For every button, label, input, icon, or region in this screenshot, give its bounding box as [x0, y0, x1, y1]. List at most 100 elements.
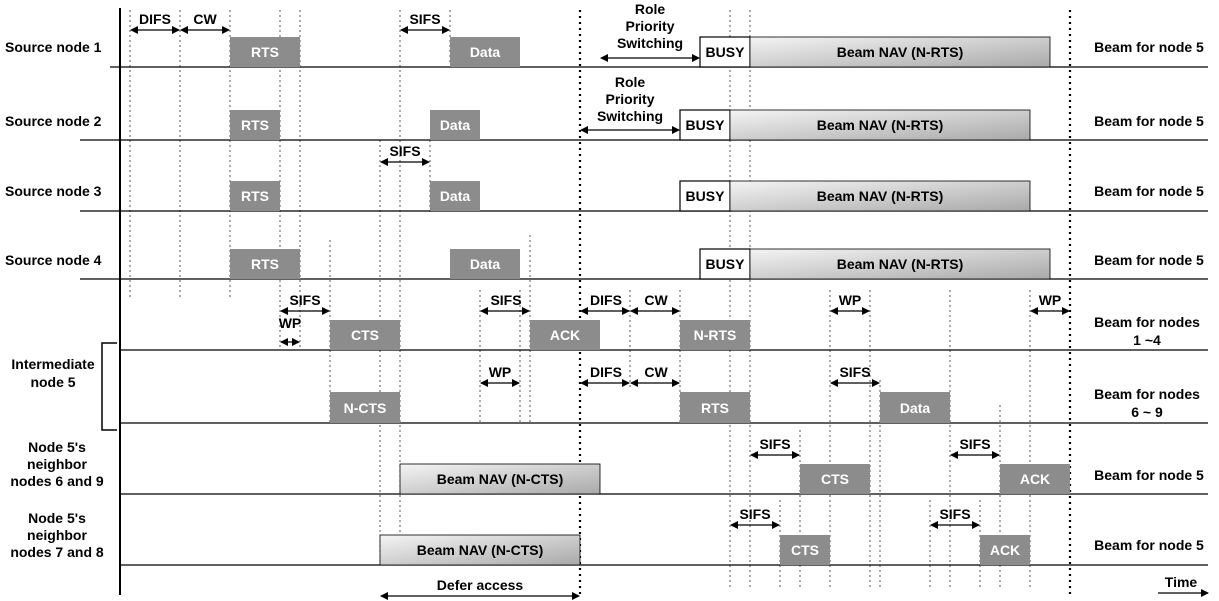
- beam-label-row3: Beam for node 5: [1094, 183, 1204, 199]
- beam-nav-ncts-label: Beam NAV (N-CTS): [437, 471, 564, 487]
- data-frame: [430, 181, 480, 211]
- busy-box: [679, 180, 731, 212]
- ncts-frame: [330, 392, 400, 423]
- data-label: Data: [470, 44, 501, 60]
- cw-label: CW: [193, 11, 217, 27]
- sifs-label: SIFS: [939, 506, 970, 522]
- ack-label: ACK: [990, 542, 1020, 558]
- beam-label-row4: Beam for node 5: [1094, 252, 1204, 268]
- row-source-2: RTS Data BUSY Beam NAV (N-RTS): [230, 109, 1031, 141]
- difs-label: DIFS: [590, 292, 622, 308]
- busy-label: BUSY: [686, 117, 726, 133]
- row-label-intermediate-1: Intermediate: [11, 356, 94, 372]
- ack-frame: [530, 320, 600, 350]
- sifs-label: SIFS: [490, 292, 521, 308]
- ncts-label: N-CTS: [344, 400, 387, 416]
- cts-label: CTS: [821, 471, 849, 487]
- data-label: Data: [470, 256, 501, 272]
- beam-nav-ncts: [399, 463, 601, 495]
- row-intermediate-b: N-CTS RTS Data: [330, 392, 950, 423]
- beam-nav-nrts: [749, 248, 1051, 280]
- row-intermediate-a: CTS ACK N-RTS: [330, 320, 750, 350]
- intermediate-bracket: [101, 342, 117, 431]
- ack-frame: [980, 535, 1030, 565]
- sifs-label: SIFS: [839, 364, 870, 380]
- role-switch-line3: Switching: [617, 35, 683, 51]
- sifs-label: SIFS: [289, 292, 320, 308]
- wp-label: WP: [839, 292, 862, 308]
- rts-label: RTS: [251, 44, 279, 60]
- data-label: Data: [440, 188, 471, 204]
- busy-label: BUSY: [706, 256, 746, 272]
- row-label-source-2: Source node 2: [5, 113, 102, 129]
- beam-label-row5b-1: Beam for nodes: [1094, 386, 1200, 402]
- beam-nav-nrts-label: Beam NAV (N-RTS): [817, 188, 944, 204]
- beam-label-row6: Beam for node 5: [1094, 467, 1204, 483]
- role-switch-line1: Role: [615, 74, 646, 90]
- defer-access-label: Defer access: [437, 577, 524, 593]
- busy-label: BUSY: [686, 188, 726, 204]
- rts-label: RTS: [251, 256, 279, 272]
- rts-label: RTS: [241, 188, 269, 204]
- role-priority-switching-2: Role Priority Switching: [580, 74, 680, 134]
- busy-box: [699, 36, 751, 68]
- row-label-source-4: Source node 4: [5, 252, 102, 268]
- beam-nav-ncts: [379, 534, 581, 566]
- ack-frame: [1000, 464, 1070, 494]
- difs-label: DIFS: [590, 364, 622, 380]
- sifs-label: SIFS: [739, 506, 770, 522]
- row-label-neighbors78-2: neighbor: [27, 527, 87, 543]
- rts-frame: [680, 392, 750, 423]
- row-label-intermediate-2: node 5: [30, 374, 75, 390]
- data-frame: [450, 37, 520, 67]
- sifs-label: SIFS: [759, 436, 790, 452]
- rts-frame: [230, 249, 300, 279]
- wp-label: WP: [1039, 292, 1062, 308]
- beam-nav-nrts-label: Beam NAV (N-RTS): [837, 44, 964, 60]
- beam-nav-nrts: [729, 109, 1031, 141]
- row-neighbors-7-8: Beam NAV (N-CTS) CTS ACK: [379, 534, 1030, 566]
- role-switch-line1: Role: [635, 1, 666, 17]
- row-label-neighbors78-1: Node 5's: [28, 510, 86, 526]
- row-label-source-1: Source node 1: [5, 39, 102, 55]
- cw-label: CW: [644, 292, 668, 308]
- role-switch-line2: Priority: [605, 91, 654, 107]
- data-frame: [880, 392, 950, 423]
- rts-frame: [230, 181, 280, 211]
- role-switch-line2: Priority: [625, 18, 674, 34]
- rts-label: RTS: [701, 400, 729, 416]
- wp-label: WP: [489, 364, 512, 380]
- beam-label-row7: Beam for node 5: [1094, 537, 1204, 553]
- sifs-label: SIFS: [959, 436, 990, 452]
- data-label: Data: [900, 400, 931, 416]
- row-source-4: RTS Data BUSY Beam NAV (N-RTS): [230, 248, 1051, 280]
- difs-label: DIFS: [139, 11, 171, 27]
- rts-frame: [230, 37, 300, 67]
- ack-label: ACK: [550, 327, 580, 343]
- cts-frame: [800, 464, 870, 494]
- beam-label-row1: Beam for node 5: [1094, 39, 1204, 55]
- cts-frame: [780, 535, 830, 565]
- beam-nav-nrts: [729, 180, 1031, 212]
- row-neighbors-6-9: Beam NAV (N-CTS) CTS ACK: [399, 463, 1070, 495]
- row-source-3: RTS Data BUSY Beam NAV (N-RTS): [230, 180, 1031, 212]
- row-label-neighbors69-3: nodes 6 and 9: [10, 473, 104, 489]
- beam-nav-nrts: [749, 36, 1051, 68]
- rts-label: RTS: [241, 117, 269, 133]
- cts-label: CTS: [791, 542, 819, 558]
- ack-label: ACK: [1020, 471, 1050, 487]
- rts-frame: [230, 110, 280, 140]
- row-source-1: RTS Data BUSY Beam NAV (N-RTS): [230, 36, 1051, 68]
- nrts-label: N-RTS: [694, 327, 737, 343]
- row-label-neighbors69-1: Node 5's: [28, 439, 86, 455]
- beam-label-row5a-1: Beam for nodes: [1094, 314, 1200, 330]
- wp-label: WP: [279, 315, 302, 331]
- data-frame: [450, 249, 520, 279]
- beam-label-row2: Beam for node 5: [1094, 113, 1204, 129]
- cw-label: CW: [644, 364, 668, 380]
- time-label: Time: [1165, 574, 1198, 590]
- beam-label-row5a-2: 1 ~4: [1133, 332, 1161, 348]
- interval-markers: DIFS CW SIFS SIFS SIFS WP SIFS DIFS CW W…: [130, 11, 1070, 529]
- beam-nav-nrts-label: Beam NAV (N-RTS): [817, 117, 944, 133]
